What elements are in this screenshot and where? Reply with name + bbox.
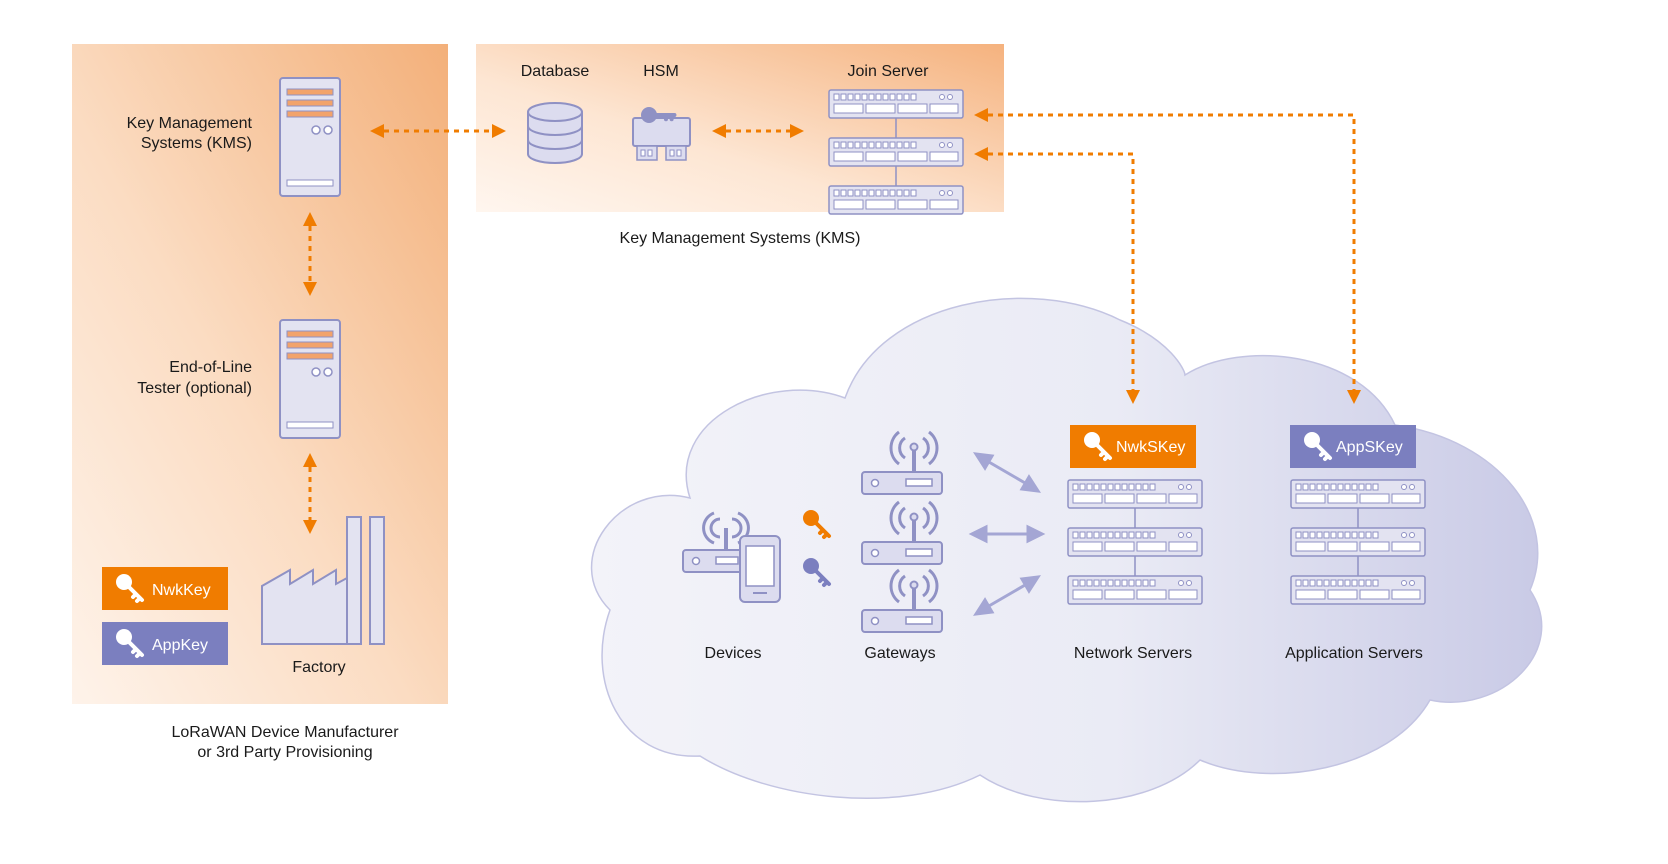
kms-panel-caption: Key Management Systems (KMS): [620, 230, 861, 247]
join-server-icon: [829, 90, 963, 214]
hsm-label: HSM: [643, 63, 679, 80]
nwkskey-badge: NwkSKey: [1070, 425, 1196, 468]
join-server-label: Join Server: [848, 63, 930, 80]
tester-label-line1: End-of-Line: [169, 359, 252, 376]
database-icon: [527, 102, 583, 164]
appkey-badge: AppKey: [102, 622, 228, 665]
network-servers-label: Network Servers: [1074, 645, 1192, 662]
nwkkey-badge: NwkKey: [102, 567, 228, 610]
factory-label: Factory: [292, 659, 345, 676]
application-servers-icon: [1291, 480, 1425, 604]
kms-label-line2: Systems (KMS): [141, 135, 252, 152]
phone-icon: [739, 535, 781, 603]
application-servers-label: Application Servers: [1285, 645, 1423, 662]
appskey-badge: AppSKey: [1290, 425, 1416, 468]
svg-text:AppKey: AppKey: [152, 637, 208, 654]
network-servers-icon: [1068, 480, 1202, 604]
factory-icon: [261, 516, 385, 645]
manufacturer-caption-line1: LoRaWAN Device Manufacturer: [171, 724, 399, 741]
database-label: Database: [521, 63, 590, 80]
kms-label-line1: Key Management: [127, 115, 253, 132]
svg-text:NwkKey: NwkKey: [152, 582, 211, 599]
svg-text:NwkSKey: NwkSKey: [1116, 439, 1185, 456]
hsm-icon: [632, 97, 691, 161]
manufacturer-caption-line2: or 3rd Party Provisioning: [197, 744, 372, 761]
gateway-link-arrows: [968, 452, 1046, 616]
gateways-label: Gateways: [864, 645, 935, 662]
kms-server-icon: [279, 77, 341, 197]
cloud-shape: [590, 297, 1543, 803]
svg-text:AppSKey: AppSKey: [1336, 439, 1403, 456]
orange-dashed-arrows: [303, 108, 1361, 534]
tester-server-icon: [279, 319, 341, 439]
devices-label: Devices: [705, 645, 762, 662]
tester-label-line2: Tester (optional): [137, 380, 252, 397]
